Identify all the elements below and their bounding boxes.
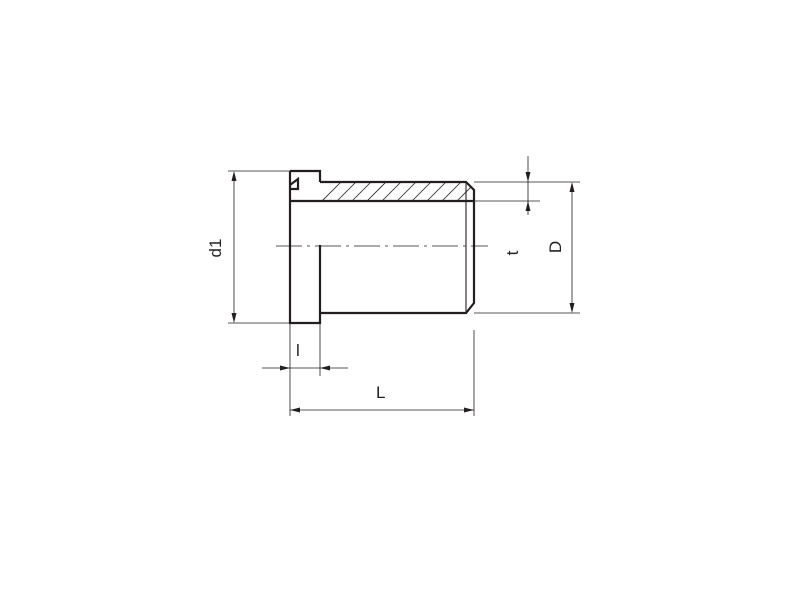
dimension-d1: d1 bbox=[206, 170, 290, 324]
flange-top-outline bbox=[290, 169, 322, 182]
flange-groove bbox=[289, 176, 300, 191]
flange-outline bbox=[288, 171, 322, 325]
section-hatching bbox=[322, 182, 474, 201]
dimension-l: l bbox=[262, 323, 348, 376]
dimension-t: t bbox=[474, 156, 540, 255]
part-outline bbox=[288, 169, 476, 325]
label-D: D bbox=[546, 241, 565, 253]
dimension-D: D bbox=[474, 181, 580, 314]
label-l: l bbox=[296, 341, 300, 360]
label-L: L bbox=[376, 383, 385, 402]
label-d1: d1 bbox=[206, 239, 225, 258]
label-t: t bbox=[503, 250, 522, 255]
tube-outer-outline bbox=[320, 180, 476, 315]
dimension-L: L bbox=[289, 330, 475, 416]
